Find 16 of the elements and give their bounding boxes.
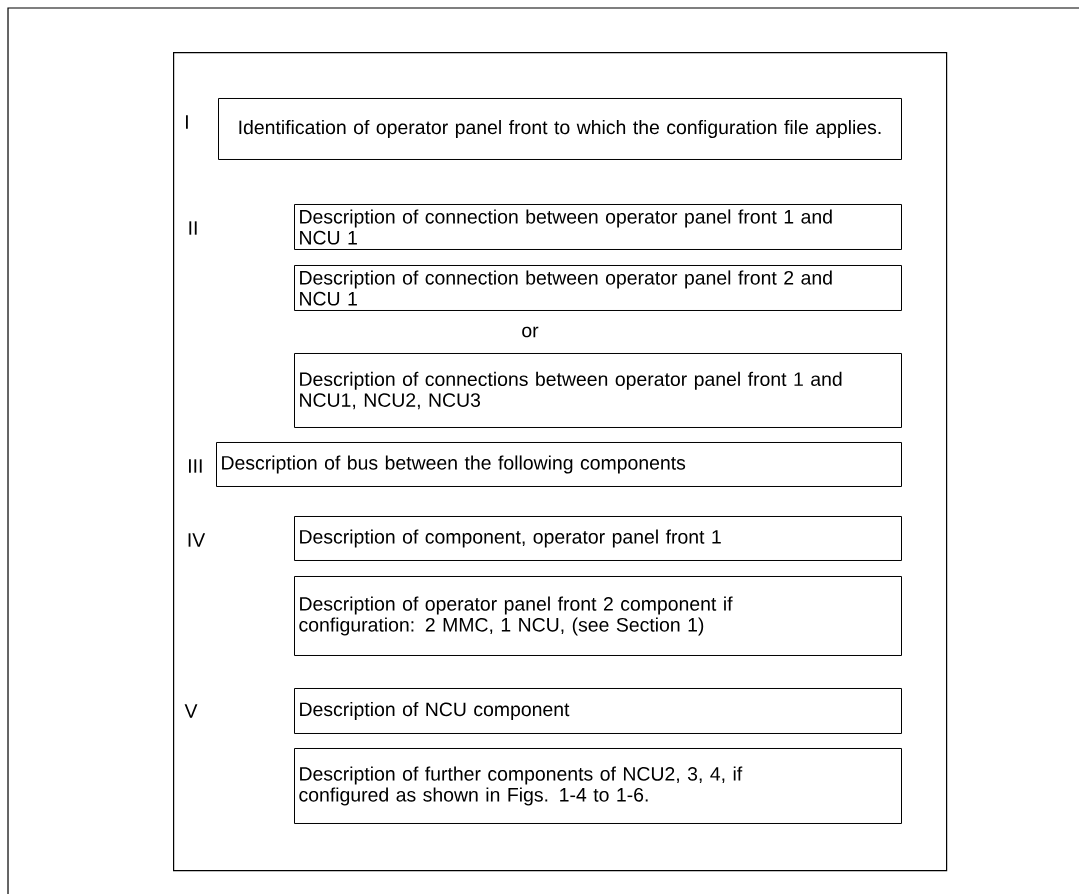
roman-numeral: I — [186, 115, 188, 129]
text-box: Description of connection between operator panel front 1 and NCU 1 — [294, 204, 902, 250]
label-text: IV — [188, 533, 206, 547]
label-text: V — [184, 704, 198, 718]
text-box: Description of component, operator panel front 1 — [294, 516, 902, 561]
text-box: Description of connection between operator panel front 2 and NCU 1 — [294, 265, 902, 311]
label-text: or — [522, 326, 539, 338]
text-box: Description of bus between the following components — [216, 442, 902, 487]
text-box: Description of connections between operator panel front 1 and NCU1, NCU2, NCU3 — [294, 353, 902, 428]
text-box: Description of operator panel front 2 component if configuration: 2 MMC, 1 NCU, (see Section 1) — [294, 576, 902, 656]
label-text: II — [189, 221, 197, 235]
frame-box — [173, 52, 948, 872]
text-box: Description of NCU component — [294, 688, 902, 734]
text-box: Description of further components of NCU2, 3, 4, if configured as shown in Figs. 1-4 to 1-6. — [294, 748, 902, 824]
text-box: Identification of operator panel front to which the configuration file applies. — [218, 98, 902, 160]
roman-numeral: III — [189, 459, 202, 473]
